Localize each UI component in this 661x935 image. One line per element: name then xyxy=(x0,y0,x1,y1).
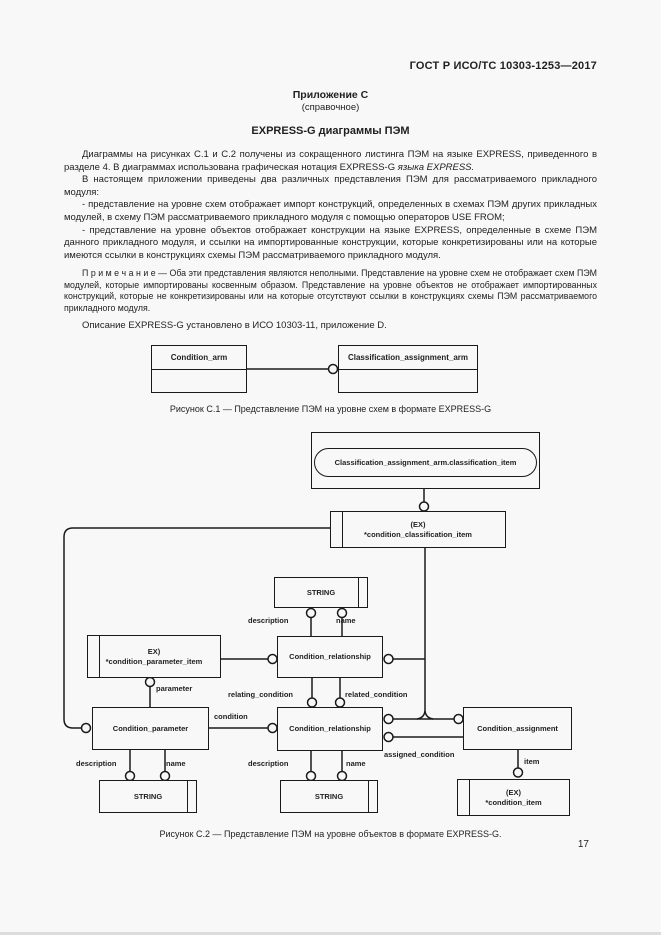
entity-box-condition-parameter-item: EX) *condition_parameter_item xyxy=(87,635,221,678)
attr-label-description-3: description xyxy=(248,759,289,768)
entity-box-condition-item: (EX) *condition_item xyxy=(457,779,570,816)
section-title: EXPRESS-G диаграммы ПЭМ xyxy=(251,125,410,137)
entity-label-line2: *condition_parameter_item xyxy=(105,656,203,666)
type-box-string-3: STRING xyxy=(280,780,378,813)
stadium-label: Classification_assignment_arm.classifica… xyxy=(334,458,517,467)
entity-label: Condition_assignment xyxy=(477,723,558,733)
schema-box-classification-assignment-arm: Classification_assignment_arm xyxy=(338,345,478,393)
page-number: 17 xyxy=(577,839,589,850)
figure-c2-connectors xyxy=(63,489,524,782)
figure-c1: Condition_arm Classification_assignment_… xyxy=(0,340,661,402)
entity-label-line1: EX) xyxy=(147,647,161,656)
type-label: STRING xyxy=(306,587,336,597)
entity-box-condition-classification-item: (EX) *condition_classification_item xyxy=(330,511,506,548)
simple-type-bar xyxy=(368,781,369,812)
entity-label-line2: *condition_classification_item xyxy=(364,529,472,539)
entity-label-line2: *condition_item xyxy=(485,797,542,807)
figure-c1-connectors xyxy=(247,363,339,375)
note-paragraph: П р и м е ч а н и е — Оба эти представле… xyxy=(64,268,597,313)
paragraph-3-bullet: - представление на уровне схем отображае… xyxy=(64,199,597,223)
entity-label-line1: (EX) xyxy=(410,520,426,529)
paragraph-1-text: Диаграммы на рисунках С.1 и С.2 получены… xyxy=(64,149,597,173)
body-text: Диаграммы на рисунках С.1 и С.2 получены… xyxy=(64,149,597,333)
attr-label-name-3: name xyxy=(346,759,366,768)
select-type-bar xyxy=(469,780,470,815)
simple-type-bar xyxy=(187,781,188,812)
schema-box-label: Condition_arm xyxy=(152,346,246,370)
entity-label: Condition_relationship xyxy=(289,724,371,734)
paragraph-5: Описание EXPRESS-G установлено в ИСО 103… xyxy=(82,319,387,331)
type-box-string-1: STRING xyxy=(274,577,368,608)
attr-label-description-1: description xyxy=(248,616,289,625)
paragraph-1: Диаграммы на рисунках С.1 и С.2 получены… xyxy=(64,149,597,174)
entity-label: Condition_relationship xyxy=(289,652,371,662)
figure-c1-caption: Рисунок С.1 — Представление ПЭМ на уровн… xyxy=(169,404,492,414)
simple-type-bar xyxy=(358,578,359,607)
type-label: STRING xyxy=(133,791,163,801)
annex-title: Приложение С xyxy=(292,89,369,101)
schema-box-label: Classification_assignment_arm xyxy=(339,346,477,370)
paragraph-4-bullet: - представление на уровне объектов отобр… xyxy=(64,224,597,261)
attr-label-name-2: name xyxy=(166,759,186,768)
entity-label: Condition_parameter xyxy=(112,723,189,733)
entity-box-condition-relationship-bottom: Condition_relationship xyxy=(277,707,383,751)
schema-box-condition-arm: Condition_arm xyxy=(151,345,247,393)
entity-box-condition-relationship-top: Condition_relationship xyxy=(277,636,383,678)
annex-subtitle: (справочное) xyxy=(301,102,360,113)
entity-box-condition-parameter: Condition_parameter xyxy=(92,707,209,750)
type-label: STRING xyxy=(314,791,344,801)
attr-label-description-2: description xyxy=(76,759,117,768)
entity-box-condition-assignment: Condition_assignment xyxy=(463,707,572,750)
attr-label-assigned-condition: assigned_condition xyxy=(384,750,455,759)
attr-label-item: item xyxy=(524,757,540,766)
attr-label-relating-condition: relating_condition xyxy=(228,690,294,699)
paragraph-1-italic: языка EXPRESS. xyxy=(397,161,475,173)
figure-c2: Classification_assignment_arm.classifica… xyxy=(0,432,661,822)
entity-label-line1: (EX) xyxy=(506,788,521,797)
interface-stadium-classification-item: Classification_assignment_arm.classifica… xyxy=(314,448,537,477)
attr-label-name-1: name xyxy=(336,616,356,625)
scan-edge xyxy=(0,932,661,935)
attr-label-condition: condition xyxy=(214,712,248,721)
type-box-string-2: STRING xyxy=(99,780,197,813)
figure-c2-caption: Рисунок С.2 — Представление ПЭМ на уровн… xyxy=(159,829,502,839)
paragraph-2: В настоящем приложении приведены два раз… xyxy=(64,174,597,198)
doc-number: ГОСТ Р ИСО/ТС 10303-1253—2017 xyxy=(409,60,597,72)
attr-label-parameter: parameter xyxy=(156,684,193,693)
select-type-bar xyxy=(99,636,100,677)
select-type-bar xyxy=(342,512,343,547)
attr-label-related-condition: related_condition xyxy=(345,690,408,699)
